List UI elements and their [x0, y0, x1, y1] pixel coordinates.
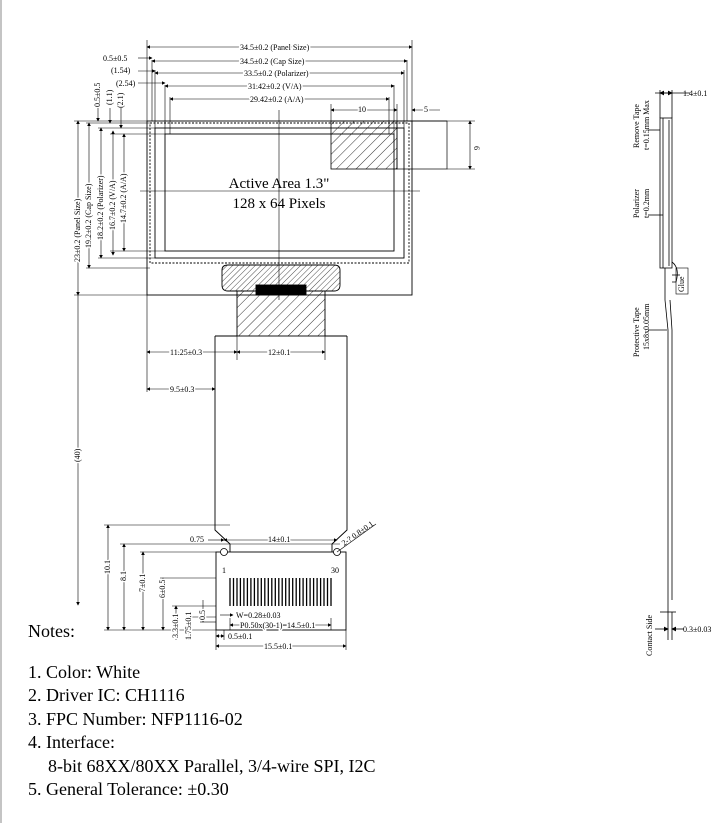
dim-0.5b: 0.5±0.1	[228, 632, 252, 641]
dim-panel-width: 34.5±0.2 (Panel Size)	[240, 43, 310, 52]
note-color: 1. Color: White	[28, 661, 141, 682]
pin1-label: 1	[222, 566, 226, 575]
dim-5: 5	[424, 105, 428, 114]
notes-block: Notes: 1. Color: White 2. Driver IC: CH1…	[28, 620, 375, 802]
dim-0.5-top: 0.5±0.5	[103, 54, 127, 63]
dim-1.75: 1.75±0.1	[184, 612, 193, 640]
pin30-label: 30	[331, 566, 339, 575]
dim-hole: 2-? 0.8±0.1	[340, 519, 375, 547]
dim-7: 7±0.1	[138, 574, 147, 592]
dim-1.1: (1.1)	[105, 89, 114, 105]
dim-9.5: 9.5±0.3	[170, 385, 194, 394]
note-interface-detail: 8-bit 68XX/80XX Parallel, 3/4-wire SPI, …	[48, 755, 376, 776]
fpc-dimension-lines	[104, 523, 377, 650]
side-polarizer-t: t=0.2mm	[642, 188, 651, 218]
dim-6: 6	[472, 146, 481, 150]
dim-aa-height: 14.7±0.2 (A/A)	[119, 173, 128, 223]
corner-hatch-ext-box	[396, 120, 448, 170]
side-remove-tape-t: t=0.15mm Max	[642, 100, 651, 150]
dim-10: 10	[358, 105, 366, 114]
dim-10.1: 10.1	[103, 560, 112, 574]
dim-40: (40)	[73, 448, 82, 462]
left-dimension-lines	[74, 108, 165, 606]
dim-3.3: 3.3±0.1	[171, 614, 180, 638]
side-contact-side: Contact Side	[645, 614, 654, 656]
corner-hatch-region	[330, 120, 398, 170]
side-glue-box	[675, 267, 689, 295]
fpc-contacts	[229, 578, 332, 606]
dim-0.5-left: 0.5±0.5	[93, 83, 102, 107]
fpc-bond	[215, 264, 347, 337]
note-fpc: 3. FPC Number: NFP1116-02	[28, 708, 243, 729]
dim-0.75: 0.75	[190, 535, 204, 544]
dim-14: 14±0.1	[268, 535, 290, 544]
dim-8.1: 8.1	[119, 571, 128, 581]
active-area-pixels: 128 x 64 Pixels	[233, 196, 326, 212]
dim-va-height: 16.7±0.2 (V/A)	[108, 180, 117, 230]
dim-pol-width: 33.5±0.2 (Polarizer)	[244, 69, 309, 78]
dim-aa-width: 29.42±0.2 (A/A)	[250, 95, 304, 104]
dim-6-fpc: 6±0.5	[158, 580, 167, 598]
dim-pol-height: 18.2±0.2 (Polarizer)	[96, 175, 105, 240]
dim-panel-height: 23±0.2 (Panel Size)	[73, 198, 82, 262]
active-area-title: Active Area 1.3"	[229, 176, 330, 192]
top-dimension-lines	[138, 40, 475, 170]
note-interface: 4. Interface:	[28, 732, 115, 752]
side-glue: Glue	[677, 276, 686, 292]
notes-title: Notes:	[28, 621, 75, 641]
dim-pitch: P0.50x(30-1)=14.5±0.1	[240, 621, 315, 630]
dim-cap-height: 19.2±0.2 (Cap Size)	[84, 183, 93, 248]
note-driver: 2. Driver IC: CH1116	[28, 685, 185, 705]
side-dim-1.4: 1.4±0.1	[683, 89, 707, 98]
side-protective-tape-t: 15x8x0.05mm	[642, 303, 651, 350]
dim-w: W=0.28±0.03	[236, 611, 280, 620]
dim-15.5: 15.5±0.1	[264, 642, 292, 651]
dim-0.5-fpc: 0.5	[198, 610, 207, 620]
dim-2.54: (2.54)	[116, 79, 136, 88]
side-protective-tape: Protective Tape	[632, 307, 641, 357]
dim-11.25: 11.25±0.3	[170, 348, 202, 357]
side-polarizer: Polarizer	[632, 189, 641, 218]
side-view	[648, 90, 690, 640]
fpc-hole-left	[220, 548, 228, 556]
dim-va-width: 31.42±0.2 (V/A)	[248, 82, 302, 91]
dim-1.54: (1.54)	[111, 66, 131, 75]
dim-cap-width: 34.5±0.2 (Cap Size)	[240, 57, 305, 66]
mid-dimension-lines	[146, 295, 326, 392]
fpc-tail	[214, 336, 348, 631]
note-tolerance: 5. General Tolerance: ±0.30	[28, 779, 229, 799]
side-dim-0.3: 0.3±0.03	[683, 625, 711, 634]
dim-2.1: (2.1)	[116, 92, 125, 108]
dim-12: 12±0.1	[268, 348, 290, 357]
side-remove-tape: Remove Tape	[632, 104, 641, 148]
